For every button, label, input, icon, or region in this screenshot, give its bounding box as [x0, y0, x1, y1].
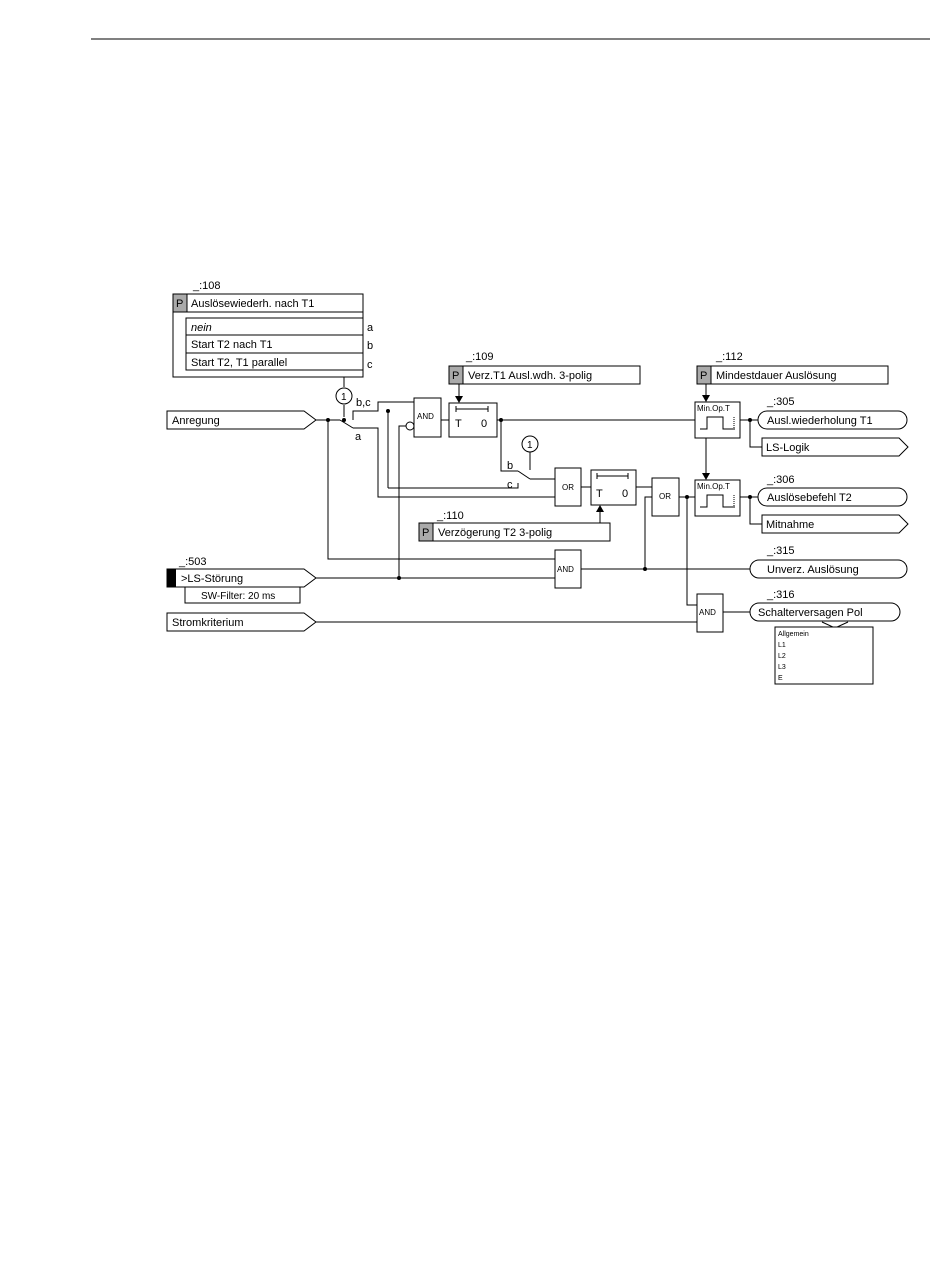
timer-t1-zero: 0: [481, 418, 487, 430]
param-108-letter-b: b: [367, 340, 373, 352]
timer-t1: T 0: [448, 402, 498, 438]
or-gate-1: OR: [554, 467, 582, 507]
and-gate-3: AND: [696, 593, 724, 633]
output-316-item-e: E: [778, 675, 783, 682]
param-108-id: _:108: [192, 280, 221, 292]
param-112-p: P: [700, 370, 707, 382]
output-305: _:305 Ausl.wiederholung T1: [757, 396, 908, 430]
and-gate-1: AND: [405, 397, 442, 438]
input-ls-stoerung-filter: SW-Filter: 20 ms: [201, 591, 275, 602]
switch-1-bc-label: b,c: [356, 397, 371, 409]
param-112-id: _:112: [715, 351, 743, 363]
min-op-timer-2-label: Min.Op.T: [697, 482, 730, 491]
output-305-label: Ausl.wiederholung T1: [767, 415, 873, 427]
input-anregung: Anregung: [166, 410, 317, 430]
param-108-p: P: [176, 298, 183, 310]
param-108-letter-c: c: [367, 359, 373, 371]
junction-dots: [326, 409, 752, 580]
switch-1-a-label: a: [355, 431, 362, 443]
output-315-id: _:315: [766, 545, 795, 557]
switch-2-b-label: b: [507, 460, 513, 472]
wires: [316, 377, 849, 629]
param-108-option-b: Start T2 nach T1: [191, 339, 273, 351]
and-gate-3-label: AND: [699, 608, 716, 617]
timer-t2-zero: 0: [622, 488, 628, 500]
param-112: _:112 P Mindestdauer Auslösung: [696, 351, 889, 385]
output-315-label: Unverz. Auslösung: [767, 564, 859, 576]
param-109-p: P: [452, 370, 459, 382]
input-ls-stoerung-id: _:503: [178, 556, 207, 568]
param-110-label: Verzögerung T2 3-polig: [438, 527, 552, 539]
or-gate-2: OR: [651, 477, 680, 517]
reference-marker-2-label: 1: [527, 440, 533, 451]
output-ls-logik: LS-Logik: [761, 437, 909, 457]
reference-marker-1-label: 1: [341, 392, 347, 403]
output-mitnahme-label: Mitnahme: [766, 519, 814, 531]
output-ls-logik-label: LS-Logik: [766, 442, 810, 454]
param-108-label: Auslösewiederh. nach T1: [191, 298, 314, 310]
input-anregung-label: Anregung: [172, 415, 220, 427]
param-109: _:109 P Verz.T1 Ausl.wdh. 3-polig: [448, 351, 641, 385]
output-305-id: _:305: [766, 396, 795, 408]
output-316-id: _:316: [766, 589, 795, 601]
and-gate-1-label: AND: [417, 412, 434, 421]
reference-marker-2: 1: [521, 435, 539, 453]
output-306-label: Auslösebefehl T2: [767, 492, 852, 504]
reference-marker-1: 1: [335, 387, 353, 405]
timer-t2-t: T: [596, 488, 603, 500]
output-306-id: _:306: [766, 474, 795, 486]
param-108: _:108 P Auslösewiederh. nach T1 nein Sta…: [172, 280, 374, 378]
timer-t2: T 0: [590, 469, 637, 506]
and-gate-2: AND: [554, 549, 582, 589]
input-stromkriterium-label: Stromkriterium: [172, 617, 244, 629]
input-stromkriterium: Stromkriterium: [166, 612, 317, 632]
or-gate-1-label: OR: [562, 483, 574, 492]
output-mitnahme: Mitnahme: [761, 514, 909, 534]
param-108-option-c: Start T2, T1 parallel: [191, 357, 287, 369]
min-op-timer-2: Min.Op.T: [694, 479, 741, 517]
output-315: _:315 Unverz. Auslösung: [749, 545, 908, 579]
param-109-id: _:109: [465, 351, 494, 363]
output-316-item-l3: L3: [778, 664, 786, 671]
input-ls-stoerung: _:503 >LS-Störung SW-Filter: 20 ms: [166, 556, 317, 604]
input-ls-stoerung-label: >LS-Störung: [181, 573, 243, 585]
and-gate-2-label: AND: [557, 565, 574, 574]
param-108-letter-a: a: [367, 322, 374, 334]
or-gate-2-label: OR: [659, 492, 671, 501]
switch-2-c-label: c: [507, 479, 513, 491]
output-316-item-l1: L1: [778, 642, 786, 649]
min-op-timer-1: Min.Op.T: [694, 401, 741, 439]
param-112-label: Mindestdauer Auslösung: [716, 370, 836, 382]
param-109-label: Verz.T1 Ausl.wdh. 3-polig: [468, 370, 592, 382]
min-op-timer-1-label: Min.Op.T: [697, 404, 730, 413]
output-316-label: Schalterversagen Pol: [758, 607, 863, 619]
timer-t1-t: T: [455, 418, 462, 430]
param-108-option-a: nein: [191, 322, 212, 334]
output-306: _:306 Auslösebefehl T2: [757, 474, 908, 507]
output-316-item-allgemein: Allgemein: [778, 631, 809, 638]
param-110: _:110 P Verzögerung T2 3-polig: [418, 510, 611, 542]
output-316-item-l2: L2: [778, 653, 786, 660]
param-110-p: P: [422, 527, 429, 539]
output-316: _:316 Schalterversagen Pol Allgemein L1 …: [749, 589, 901, 685]
param-110-id: _:110: [436, 510, 464, 522]
